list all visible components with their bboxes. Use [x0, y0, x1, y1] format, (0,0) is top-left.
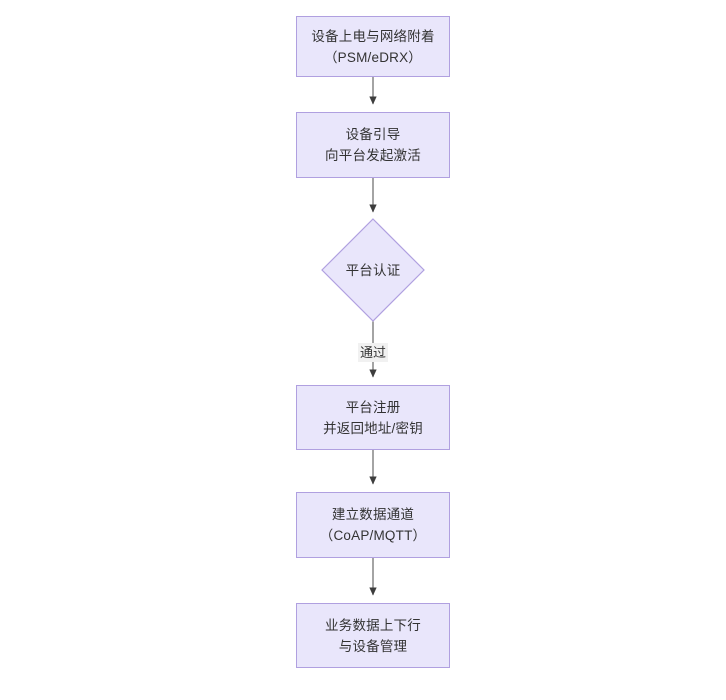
node-text-line: （CoAP/MQTT） — [319, 528, 427, 543]
flow-node-platform-register[interactable]: 平台注册 并返回地址/密钥 — [296, 385, 450, 450]
node-text-line: 并返回地址/密钥 — [323, 420, 423, 436]
diamond-shape — [321, 218, 425, 322]
node-text-line: 业务数据上下行 — [325, 617, 421, 633]
node-text-line: （PSM/eDRX） — [323, 49, 423, 65]
flow-node-device-bootstrap[interactable]: 设备引导 向平台发起激活 — [296, 112, 450, 178]
node-text-line: 设备上电与网络附着 — [311, 28, 435, 44]
node-text-line: 与设备管理 — [338, 638, 408, 654]
node-text-line: 建立数据通道 — [331, 507, 415, 522]
node-text-line: 平台注册 — [345, 399, 401, 415]
node-text-line: 向平台发起激活 — [325, 148, 421, 163]
node-text-line: 设备引导 — [345, 127, 401, 142]
edge-label-pass: 通过 — [357, 343, 389, 362]
flow-node-data-channel[interactable]: 建立数据通道 （CoAP/MQTT） — [296, 492, 450, 558]
flow-node-device-power-on[interactable]: 设备上电与网络附着 （PSM/eDRX） — [296, 16, 450, 77]
flow-node-platform-auth[interactable]: 平台认证 — [321, 218, 425, 322]
node-text-line: 平台认证 — [345, 262, 401, 278]
flow-node-business-data[interactable]: 业务数据上下行 与设备管理 — [296, 603, 450, 668]
